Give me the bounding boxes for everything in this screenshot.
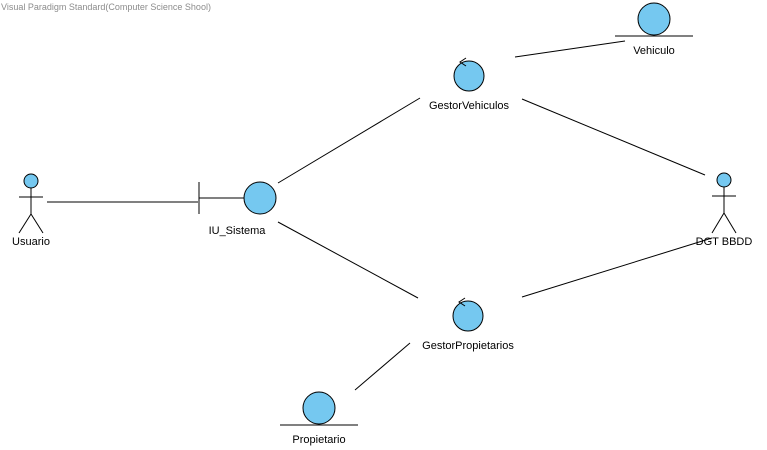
boundary-iu-sistema-label: IU_Sistema [209, 225, 267, 237]
boundary-iu-sistema[interactable]: IU_Sistema [198, 181, 277, 237]
link-gestor-vehiculos-dgt-bbdd[interactable] [521, 98, 706, 176]
link-iu-sistema-gestor-vehiculos[interactable] [277, 97, 421, 184]
entity-icon [615, 2, 693, 37]
entity-vehiculo-label: Vehiculo [633, 45, 675, 57]
entity-icon [280, 391, 358, 426]
control-gestor-vehiculos-label: GestorVehiculos [429, 100, 510, 112]
actor-icon [711, 172, 737, 234]
actor-dgt-bbdd[interactable]: DGT BBDD [696, 172, 753, 248]
boundary-icon [198, 181, 277, 215]
control-icon [452, 297, 484, 332]
entity-propietario[interactable]: Propietario [280, 391, 358, 446]
actor-usuario-label: Usuario [12, 236, 50, 248]
control-gestor-propietarios-label: GestorPropietarios [422, 340, 514, 352]
link-gestor-propietarios-dgt-bbdd[interactable] [521, 237, 713, 298]
entity-vehiculo[interactable]: Vehiculo [615, 2, 693, 57]
entity-propietario-label: Propietario [292, 434, 345, 446]
control-gestor-vehiculos[interactable]: GestorVehiculos [429, 57, 510, 112]
link-gestor-propietarios-propietario[interactable] [354, 342, 411, 391]
link-iu-sistema-gestor-propietarios[interactable] [277, 221, 419, 299]
actor-dgt-bbdd-label: DGT BBDD [696, 236, 753, 248]
links [47, 40, 713, 391]
watermark-text: Visual Paradigm Standard(Computer Scienc… [1, 2, 211, 12]
actor-usuario[interactable]: Usuario [12, 173, 50, 248]
control-gestor-propietarios[interactable]: GestorPropietarios [422, 297, 514, 352]
control-icon [453, 57, 485, 92]
actor-icon [18, 173, 44, 234]
link-gestor-vehiculos-vehiculo[interactable] [514, 40, 626, 58]
